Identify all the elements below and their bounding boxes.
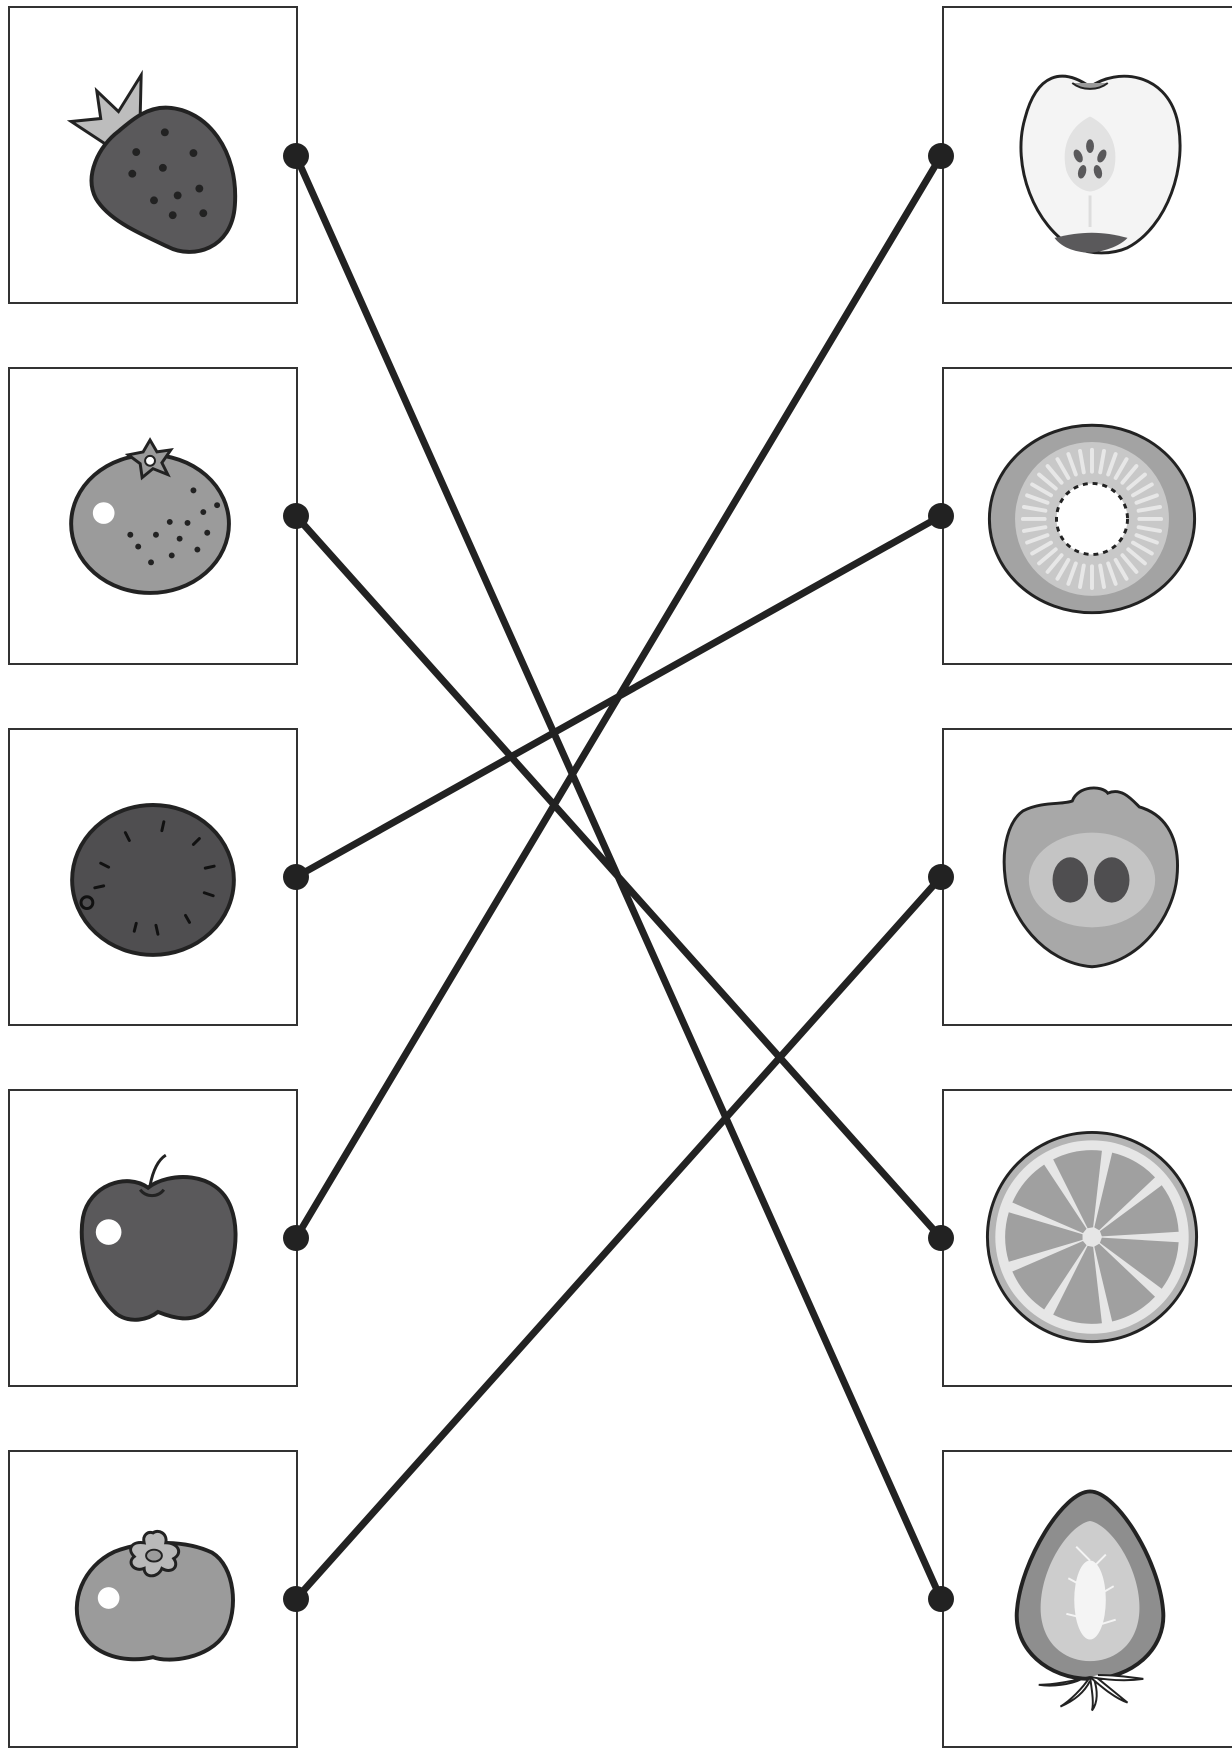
connector-dot-R1[interactable] [928, 143, 954, 169]
connector-dot-L2[interactable] [283, 503, 309, 529]
connection-line-L4-R1 [296, 156, 941, 1238]
connector-dot-R4[interactable] [928, 1225, 954, 1251]
connector-dot-R2[interactable] [928, 503, 954, 529]
connector-dot-L5[interactable] [283, 1586, 309, 1612]
connection-line-L5-R3 [296, 877, 941, 1599]
connector-dot-R5[interactable] [928, 1586, 954, 1612]
connector-dot-R3[interactable] [928, 864, 954, 890]
connector-dot-L1[interactable] [283, 143, 309, 169]
connector-dot-L3[interactable] [283, 864, 309, 890]
connection-line-L2-R4 [296, 516, 941, 1238]
connector-dot-L4[interactable] [283, 1225, 309, 1251]
